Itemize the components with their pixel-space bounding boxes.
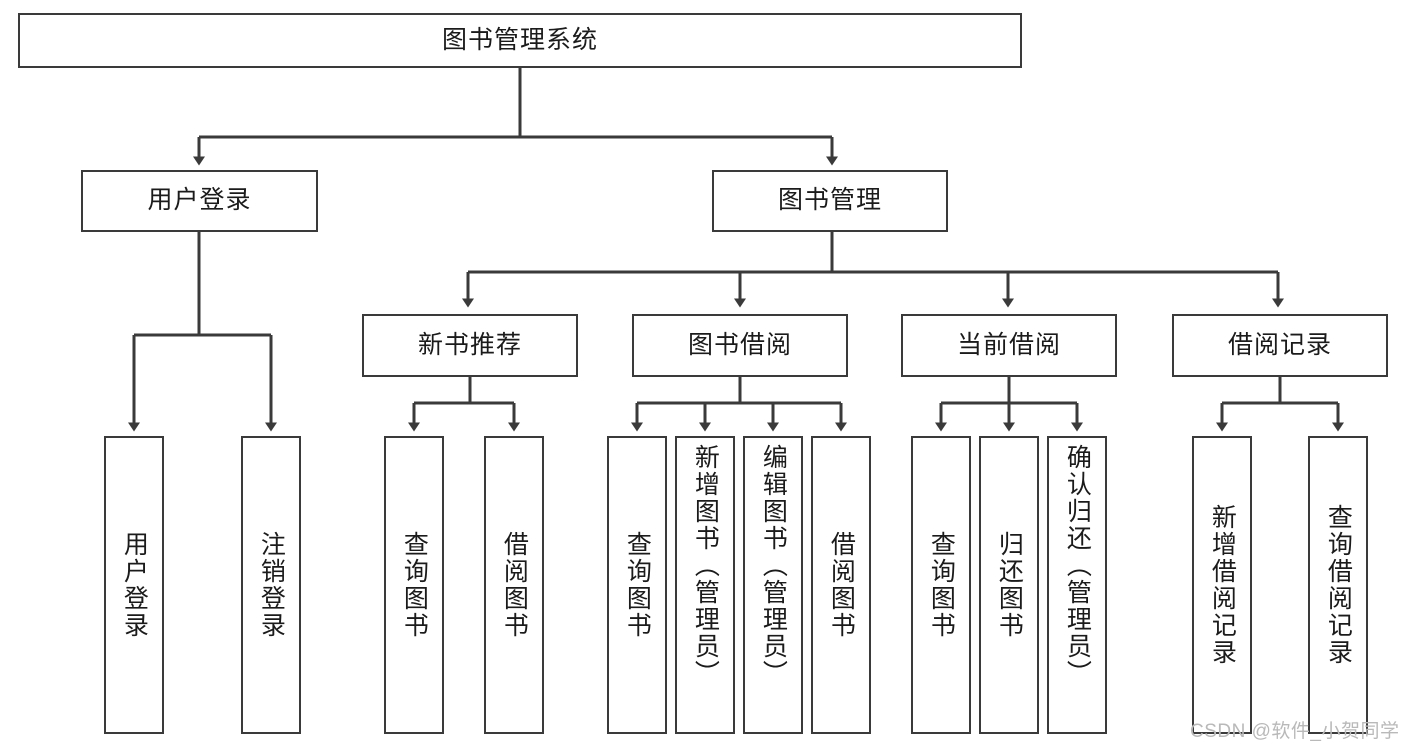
node-root-label: 图书管理系统 [441,25,598,54]
node-user-login[interactable]: 用户登录 [81,170,318,232]
node-leaf-edit-book[interactable]: 编辑图书（管理员） [743,436,803,734]
node-leaf-user-login[interactable]: 用户登录 [104,436,164,734]
node-leaf-user-logout-label: 注销登录 [257,531,286,639]
node-leaf-query-book-2-label: 查询图书 [623,531,652,639]
node-leaf-borrow-book-1[interactable]: 借阅图书 [484,436,544,734]
node-leaf-edit-book-label: 编辑图书（管理员） [759,444,788,687]
node-current-borrow-label: 当前借阅 [956,330,1061,359]
node-new-book-recommend[interactable]: 新书推荐 [362,314,578,377]
node-leaf-borrow-book-1-label: 借阅图书 [500,531,529,639]
node-leaf-query-record[interactable]: 查询借阅记录 [1308,436,1368,734]
node-leaf-query-book-2[interactable]: 查询图书 [607,436,667,734]
node-book-manage[interactable]: 图书管理 [712,170,948,232]
node-leaf-add-book-label: 新增图书（管理员） [691,444,720,687]
node-leaf-add-record-label: 新增借阅记录 [1208,504,1237,666]
node-book-borrow-label: 图书借阅 [687,330,792,359]
node-book-borrow[interactable]: 图书借阅 [632,314,848,377]
node-leaf-user-logout[interactable]: 注销登录 [241,436,301,734]
node-leaf-add-book[interactable]: 新增图书（管理员） [675,436,735,734]
node-leaf-return-book[interactable]: 归还图书 [979,436,1039,734]
node-leaf-user-login-label: 用户登录 [120,531,149,639]
node-current-borrow[interactable]: 当前借阅 [901,314,1117,377]
node-book-manage-label: 图书管理 [777,186,882,215]
node-leaf-query-book-3[interactable]: 查询图书 [911,436,971,734]
node-leaf-add-record[interactable]: 新增借阅记录 [1192,436,1252,734]
node-leaf-query-book-3-label: 查询图书 [927,531,956,639]
node-borrow-record[interactable]: 借阅记录 [1172,314,1388,377]
node-leaf-query-record-label: 查询借阅记录 [1324,504,1353,666]
node-user-login-label: 用户登录 [147,186,252,215]
node-leaf-borrow-book-2[interactable]: 借阅图书 [811,436,871,734]
node-leaf-query-book-1[interactable]: 查询图书 [384,436,444,734]
node-leaf-borrow-book-2-label: 借阅图书 [827,531,856,639]
node-leaf-query-book-1-label: 查询图书 [400,531,429,639]
node-root[interactable]: 图书管理系统 [18,13,1022,68]
node-leaf-return-book-label: 归还图书 [995,531,1024,639]
node-new-book-recommend-label: 新书推荐 [417,330,522,359]
watermark-text: CSDN @软件_小贺同学 [1190,721,1400,742]
node-leaf-confirm-return[interactable]: 确认归还（管理员） [1047,436,1107,734]
node-borrow-record-label: 借阅记录 [1227,330,1332,359]
node-leaf-confirm-return-label: 确认归还（管理员） [1063,444,1092,687]
